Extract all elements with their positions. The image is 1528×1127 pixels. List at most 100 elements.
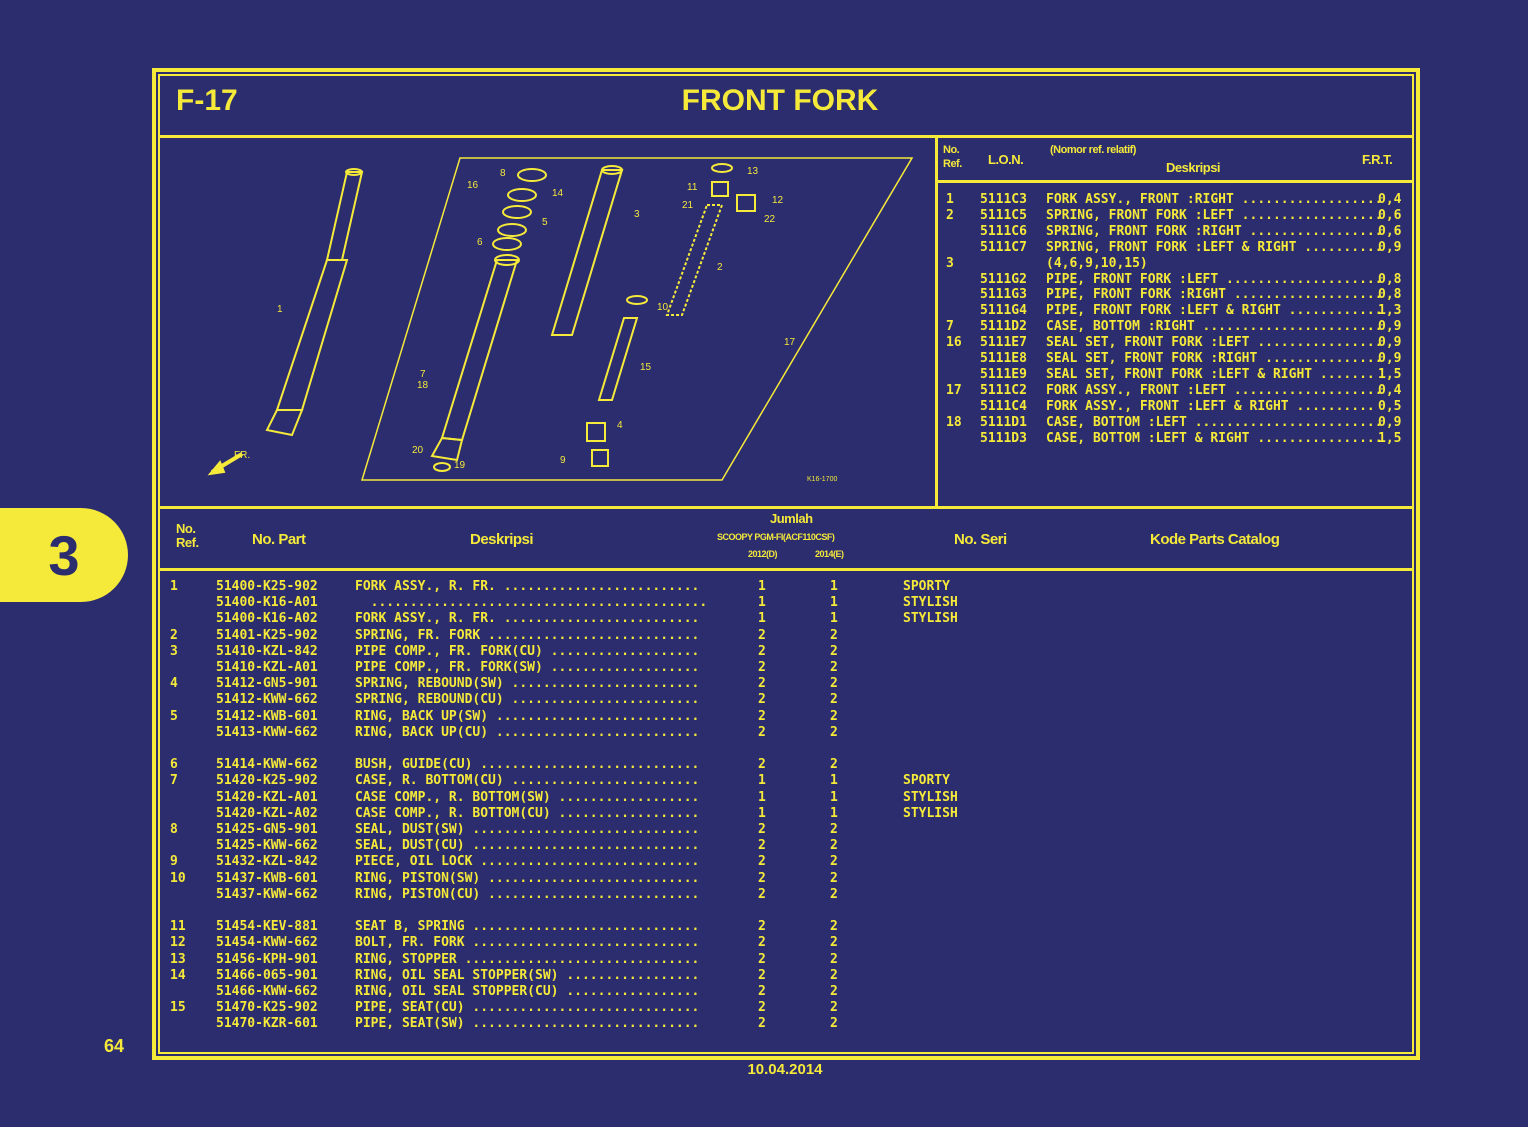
part-desc: PIPE COMP., FR. FORK(SW) ...............… (355, 660, 700, 675)
ref-desc: SPRING, FRONT FORK :LEFT & RIGHT .......… (1046, 239, 1383, 255)
qty-2014: 1 (830, 595, 838, 611)
svg-text:14: 14 (552, 188, 564, 199)
ref-no: 3 (946, 255, 954, 271)
qty-2014: 1 (830, 611, 838, 627)
part-ref-no: 10 (170, 870, 186, 886)
qty-2014: 2 (830, 676, 838, 692)
part-desc: CASE COMP., R. BOTTOM(CU) ..............… (355, 805, 700, 821)
part-number: 51412-KWB-601 (216, 708, 318, 724)
part-desc: SPRING, REBOUND(CU) ....................… (355, 692, 700, 708)
qty-2012: 2 (758, 919, 766, 935)
parts-header-no-ref: No. Ref. (176, 521, 199, 550)
parts-table-row[interactable]: 51400-K16-A01 ..........................… (160, 595, 1410, 611)
qty-2012: 2 (758, 692, 766, 708)
lon-code: 5111C2 (980, 382, 1027, 398)
part-ref-no: 15 (170, 1000, 186, 1016)
part-number: 51412-GN5-901 (216, 676, 318, 692)
lon-code: 5111D3 (980, 430, 1027, 446)
parts-header-2012: 2012(D) (748, 549, 778, 559)
svg-text:21: 21 (682, 200, 694, 211)
part-ref-no: 2 (170, 627, 178, 643)
svg-text:13: 13 (747, 166, 759, 177)
frt-value: 0,9 (1378, 239, 1402, 255)
chapter-tab[interactable]: 3 (0, 508, 128, 602)
part-number: 51456-KPH-901 (216, 951, 318, 967)
part-desc: RING, STOPPER ..........................… (355, 951, 700, 967)
parts-table-row[interactable] (160, 741, 1410, 757)
part-number: 51466-KWW-662 (216, 984, 318, 999)
part-ref-no: 4 (170, 676, 178, 692)
part-desc: CASE, R. BOTTOM(CU) ....................… (355, 773, 700, 789)
part-number: 51437-KWW-662 (216, 886, 318, 902)
part-number: 51425-KWW-662 (216, 838, 318, 854)
part-number: 51470-K25-902 (216, 1000, 318, 1016)
part-desc: CASE COMP., R. BOTTOM(SW) ..............… (355, 789, 700, 805)
parts-table-row[interactable]: 5 51412-KWB-601 RING, BACK UP(SW) ........… (160, 709, 1410, 725)
front-direction-label: FR. (234, 450, 250, 461)
ref-header-no-ref: No. Ref. (943, 144, 962, 170)
qty-2012: 2 (758, 886, 766, 902)
qty-2012: 2 (758, 627, 766, 643)
part-number: 51437-KWB-601 (216, 870, 318, 886)
part-ref-no: 7 (170, 773, 178, 789)
lon-code: 5111C5 (980, 207, 1027, 223)
ref-desc: SPRING, FRONT FORK :LEFT ...............… (1046, 207, 1383, 223)
qty-2014: 2 (830, 935, 838, 951)
qty-2014: 1 (830, 805, 838, 821)
parts-header-kode: Kode Parts Catalog (1150, 531, 1280, 548)
serial-type: STYLISH (903, 611, 958, 627)
parts-table-row[interactable]: 51420-KZL-A02 CASE COMP., R. BOTTOM(CU) .… (160, 806, 1410, 822)
page-title: FRONT FORK (681, 84, 879, 117)
qty-2012: 2 (758, 854, 766, 870)
part-desc: RING, BACK UP(SW) ......................… (355, 708, 700, 724)
part-ref-no: 5 (170, 708, 178, 724)
part-ref-no: 12 (170, 935, 186, 951)
qty-2012: 2 (758, 643, 766, 659)
frt-value: 0,9 (1378, 335, 1402, 351)
part-number: 51410-KZL-842 (216, 643, 318, 659)
qty-2014: 2 (830, 643, 838, 659)
ref-desc: SEAL SET, FRONT FORK :RIGHT ............… (1046, 351, 1383, 366)
part-number: 51454-KWW-662 (216, 935, 318, 951)
qty-2012: 2 (758, 660, 766, 675)
serial-type: SPORTY (903, 579, 950, 594)
qty-2014: 2 (830, 838, 838, 854)
parts-header-jumlah: Jumlah (770, 511, 813, 526)
qty-2012: 1 (758, 579, 766, 594)
qty-2012: 1 (758, 595, 766, 611)
part-number: 51420-KZL-A02 (216, 805, 318, 821)
frt-value: 0,9 (1378, 414, 1402, 430)
parts-table-row[interactable] (160, 903, 1410, 919)
svg-text:7: 7 (420, 369, 426, 380)
